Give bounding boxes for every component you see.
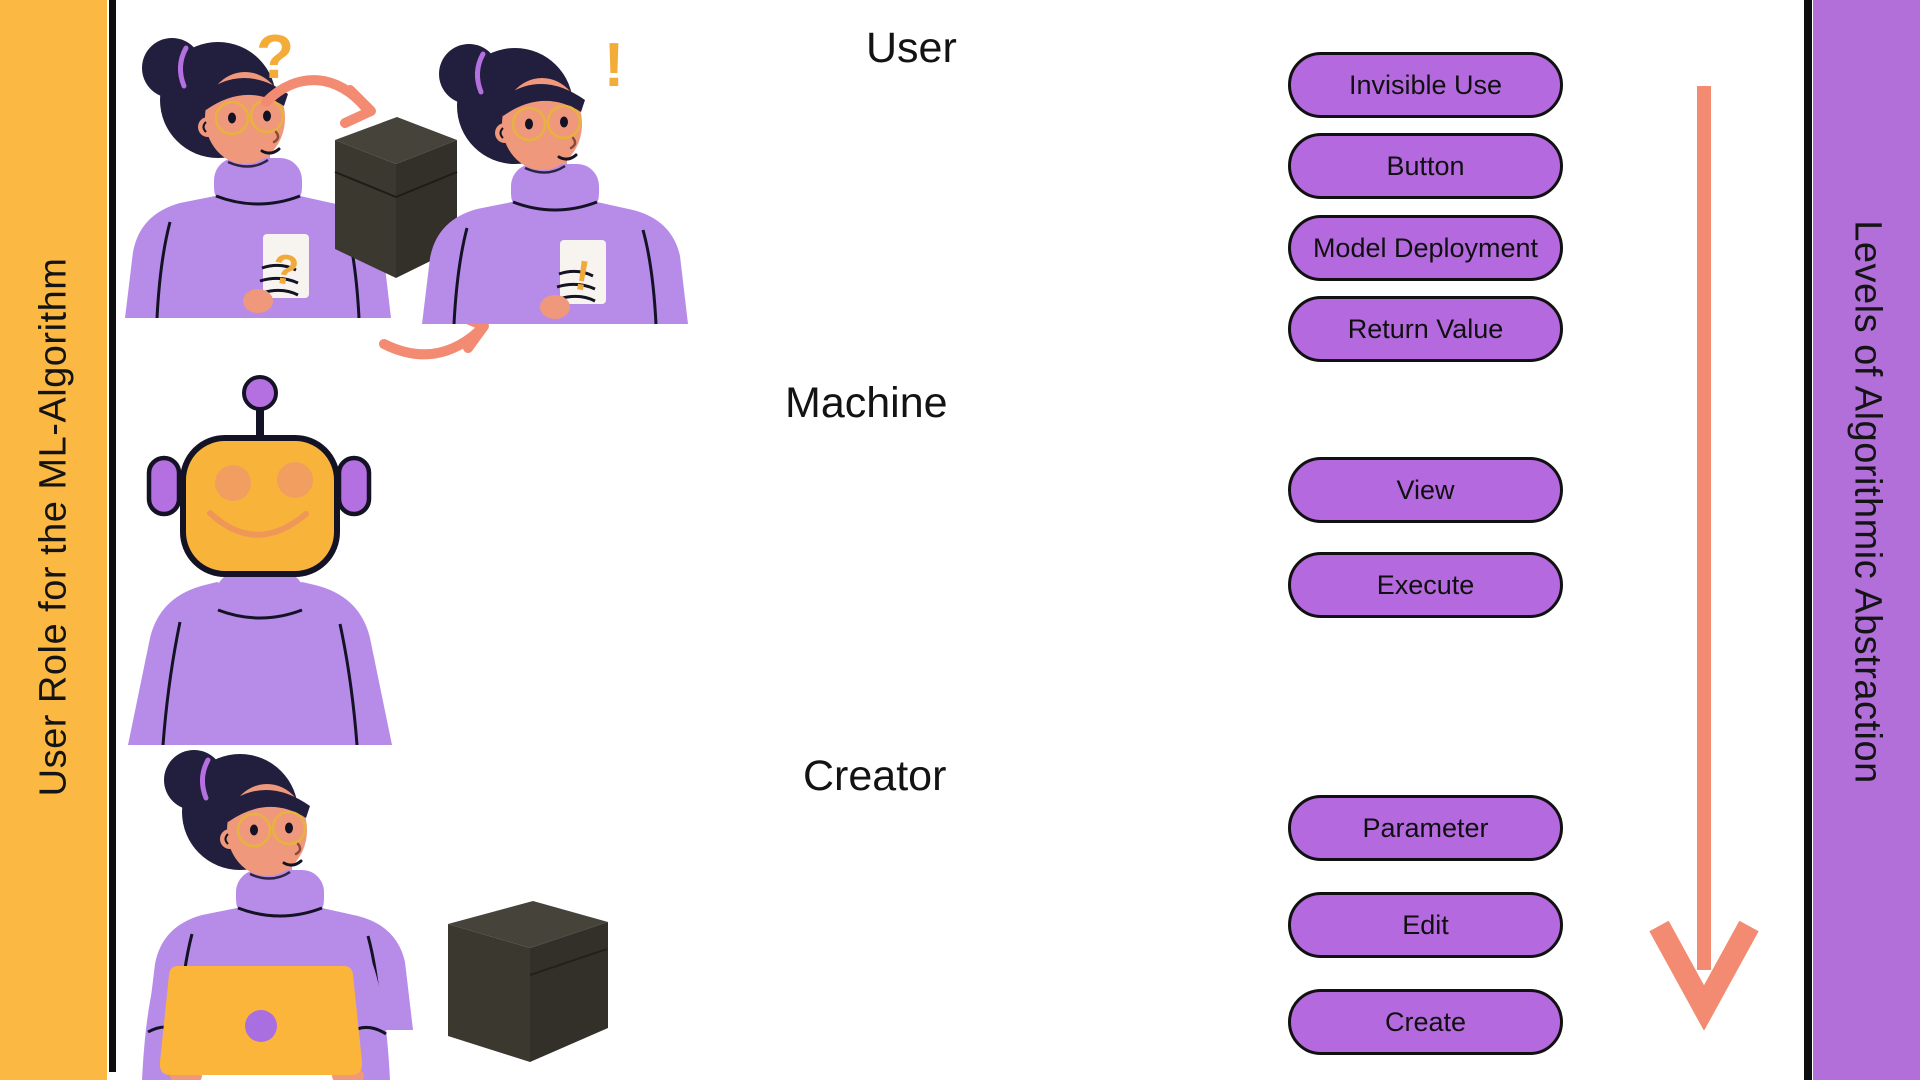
pill-execute: Execute — [1288, 552, 1563, 618]
down-arrow-icon — [1649, 86, 1759, 1030]
exclamation-mark-icon: ! — [604, 31, 625, 100]
pill-return-value: Return Value — [1288, 296, 1563, 362]
creator-figure — [142, 750, 413, 1080]
right-banner-title: Levels of Algorithmic Abstraction — [1846, 220, 1888, 784]
pill-create: Create — [1288, 989, 1563, 1055]
creator-laptop-illustration — [142, 728, 608, 1080]
user-blackbox-illustration: ? ? ! ! — [120, 23, 880, 360]
role-label-user: User — [866, 24, 957, 72]
laptop-icon — [159, 966, 363, 1075]
pill-invisible-use: Invisible Use — [1288, 52, 1563, 118]
left-banner: User Role for the ML-Algorithm — [0, 0, 107, 1080]
pill-view: View — [1288, 457, 1563, 523]
user-question-figure: ? — [125, 38, 391, 318]
left-divider-line — [109, 0, 116, 1072]
pill-edit: Edit — [1288, 892, 1563, 958]
black-box-icon — [448, 901, 608, 1062]
role-label-creator: Creator — [803, 752, 947, 800]
pill-parameter: Parameter — [1288, 795, 1563, 861]
pill-model-deployment: Model Deployment — [1288, 215, 1563, 281]
role-label-machine: Machine — [785, 379, 948, 427]
curved-arrow-to-box-icon — [261, 75, 376, 128]
question-mark-icon: ? — [256, 23, 294, 92]
pill-button: Button — [1288, 133, 1563, 199]
robot-icon — [128, 375, 392, 745]
user-answer-figure: ! — [422, 44, 688, 324]
right-banner: Levels of Algorithmic Abstraction — [1813, 0, 1920, 1080]
left-banner-title: User Role for the ML-Algorithm — [32, 257, 74, 797]
right-divider-line — [1804, 0, 1812, 1080]
